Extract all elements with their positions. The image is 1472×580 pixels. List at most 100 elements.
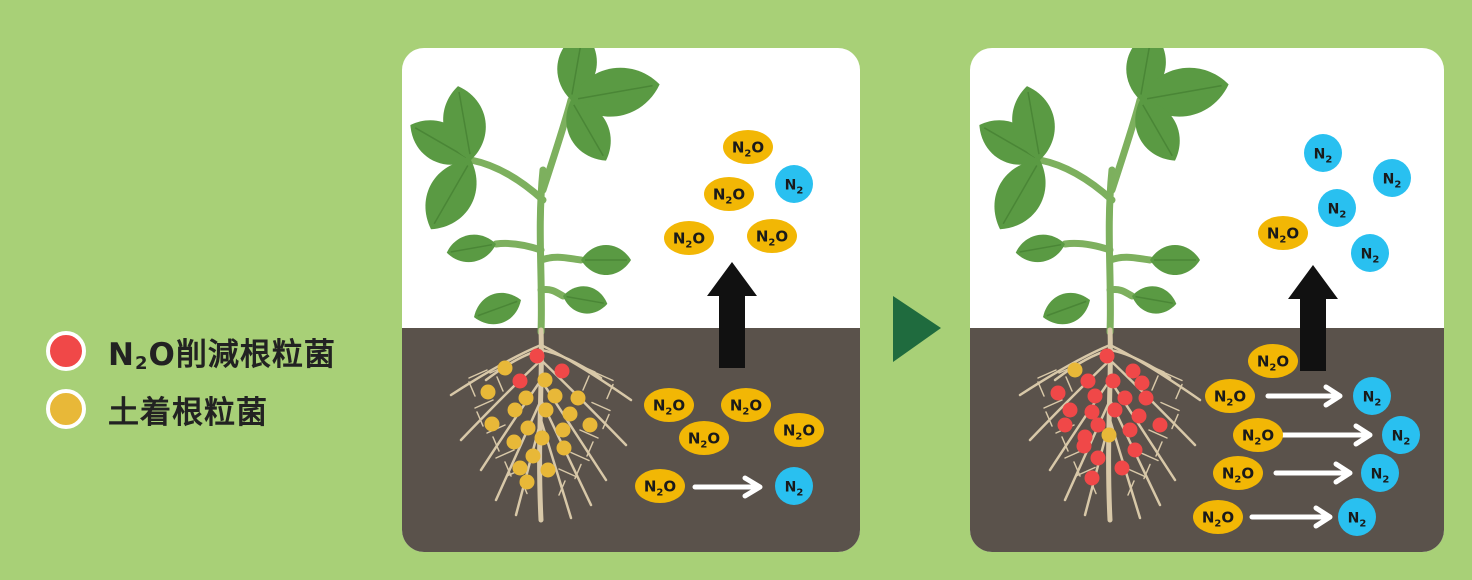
leaf-vein bbox=[566, 295, 604, 304]
leaf-vein bbox=[477, 300, 518, 317]
conversion-arrow-icon bbox=[692, 475, 763, 499]
root-hair bbox=[1163, 371, 1183, 382]
svg-text:N2: N2 bbox=[1383, 172, 1402, 191]
svg-text:N2: N2 bbox=[1314, 147, 1333, 166]
svg-text:N2O: N2O bbox=[1242, 427, 1274, 448]
lateral-root bbox=[1108, 348, 1172, 380]
n2-molecule: N2 bbox=[1353, 377, 1391, 415]
root-hair bbox=[582, 375, 590, 391]
root-hair bbox=[468, 369, 488, 379]
branch bbox=[1061, 239, 1114, 254]
root-hair bbox=[1073, 461, 1081, 477]
legend-item-n2o-reducing-rhizobia: N2O削減根粒菌 bbox=[46, 328, 336, 374]
root-hair bbox=[576, 363, 596, 373]
svg-text:N2O: N2O bbox=[732, 139, 764, 160]
conversion-arrow-icon bbox=[1273, 461, 1353, 485]
n2o-molecule: N2O bbox=[1233, 418, 1283, 452]
upward-arrow-icon bbox=[1288, 265, 1338, 371]
svg-text:N2: N2 bbox=[785, 480, 804, 499]
root-hair bbox=[495, 449, 515, 459]
lateral-root bbox=[539, 378, 608, 482]
red-nodule bbox=[1127, 442, 1143, 458]
yellow-nodule bbox=[538, 402, 554, 418]
red-nodule bbox=[1080, 373, 1096, 389]
leaf-vein bbox=[1027, 91, 1040, 155]
root-hair bbox=[1127, 468, 1147, 478]
svg-text:N2O: N2O bbox=[1257, 353, 1289, 374]
red-nodule bbox=[1107, 402, 1123, 418]
svg-text:N2O: N2O bbox=[1214, 388, 1246, 409]
root-hair bbox=[594, 371, 614, 382]
red-dot-icon bbox=[46, 331, 86, 371]
svg-text:N2O: N2O bbox=[730, 397, 762, 418]
root-hair bbox=[1160, 401, 1180, 412]
red-nodule bbox=[554, 363, 570, 379]
root-hair bbox=[1148, 429, 1168, 439]
lateral-root bbox=[1108, 343, 1202, 402]
leaf-vein bbox=[1140, 48, 1152, 95]
branch bbox=[537, 253, 585, 264]
red-nodule bbox=[1090, 450, 1106, 466]
root-hair bbox=[558, 480, 566, 496]
svg-text:N2: N2 bbox=[1348, 511, 1367, 530]
svg-text:N2O: N2O bbox=[756, 228, 788, 249]
svg-text:N2: N2 bbox=[1392, 429, 1411, 448]
lateral-root bbox=[1048, 378, 1112, 472]
n2-molecule: N2 bbox=[1304, 134, 1342, 172]
root-hair bbox=[1076, 466, 1096, 477]
yellow-nodule bbox=[480, 384, 496, 400]
svg-text:N2: N2 bbox=[1361, 247, 1380, 266]
n2o-molecule: N2O bbox=[664, 221, 714, 255]
red-nodule bbox=[1131, 408, 1147, 424]
yellow-nodule bbox=[484, 416, 500, 432]
branch bbox=[537, 286, 567, 300]
n2o-molecule: N2O bbox=[723, 130, 773, 164]
yellow-nodule bbox=[562, 406, 578, 422]
yellow-nodule bbox=[570, 390, 586, 406]
root-hair bbox=[591, 401, 611, 412]
branch bbox=[1036, 156, 1116, 204]
legend-label: N2O削減根粒菌 bbox=[108, 336, 336, 374]
red-nodule bbox=[1152, 417, 1168, 433]
red-nodule bbox=[1076, 438, 1092, 454]
root-hair bbox=[579, 429, 599, 439]
root-hair bbox=[468, 381, 476, 397]
svg-text:N2O: N2O bbox=[653, 397, 685, 418]
root-hair bbox=[496, 376, 504, 392]
n2o-molecule: N2O bbox=[1205, 379, 1255, 413]
n2o-molecule: N2O bbox=[704, 177, 754, 211]
n2-molecule: N2 bbox=[775, 165, 813, 203]
root-hair bbox=[504, 461, 512, 477]
red-nodule bbox=[1122, 422, 1138, 438]
yellow-nodule bbox=[555, 422, 571, 438]
root-hair bbox=[1155, 441, 1163, 457]
n2o-molecule: N2O bbox=[1193, 500, 1243, 534]
n2-molecule: N2 bbox=[775, 467, 813, 505]
lateral-root bbox=[539, 348, 603, 380]
root-hair bbox=[1127, 480, 1135, 496]
n2o-molecule: N2O bbox=[635, 469, 685, 503]
leaf-vein bbox=[1046, 300, 1087, 317]
root-hair bbox=[1151, 375, 1159, 391]
yellow-nodule bbox=[1101, 427, 1117, 443]
red-nodule bbox=[1114, 460, 1130, 476]
n2-molecule: N2 bbox=[1373, 159, 1411, 197]
yellow-nodule bbox=[520, 420, 536, 436]
red-nodule bbox=[1084, 470, 1100, 486]
svg-text:N2: N2 bbox=[1363, 390, 1382, 409]
svg-text:N2O: N2O bbox=[644, 478, 676, 499]
n2-molecule: N2 bbox=[1361, 454, 1399, 492]
leaf-vein bbox=[458, 91, 471, 155]
yellow-nodule bbox=[518, 390, 534, 406]
red-nodule bbox=[1050, 385, 1066, 401]
yellow-nodule bbox=[582, 417, 598, 433]
legend-label: 土着根粒菌 bbox=[108, 394, 268, 431]
leaf-vein bbox=[1002, 165, 1038, 225]
red-nodule bbox=[1062, 402, 1078, 418]
conversion-arrow-icon bbox=[1249, 505, 1333, 529]
red-nodule bbox=[1087, 388, 1103, 404]
